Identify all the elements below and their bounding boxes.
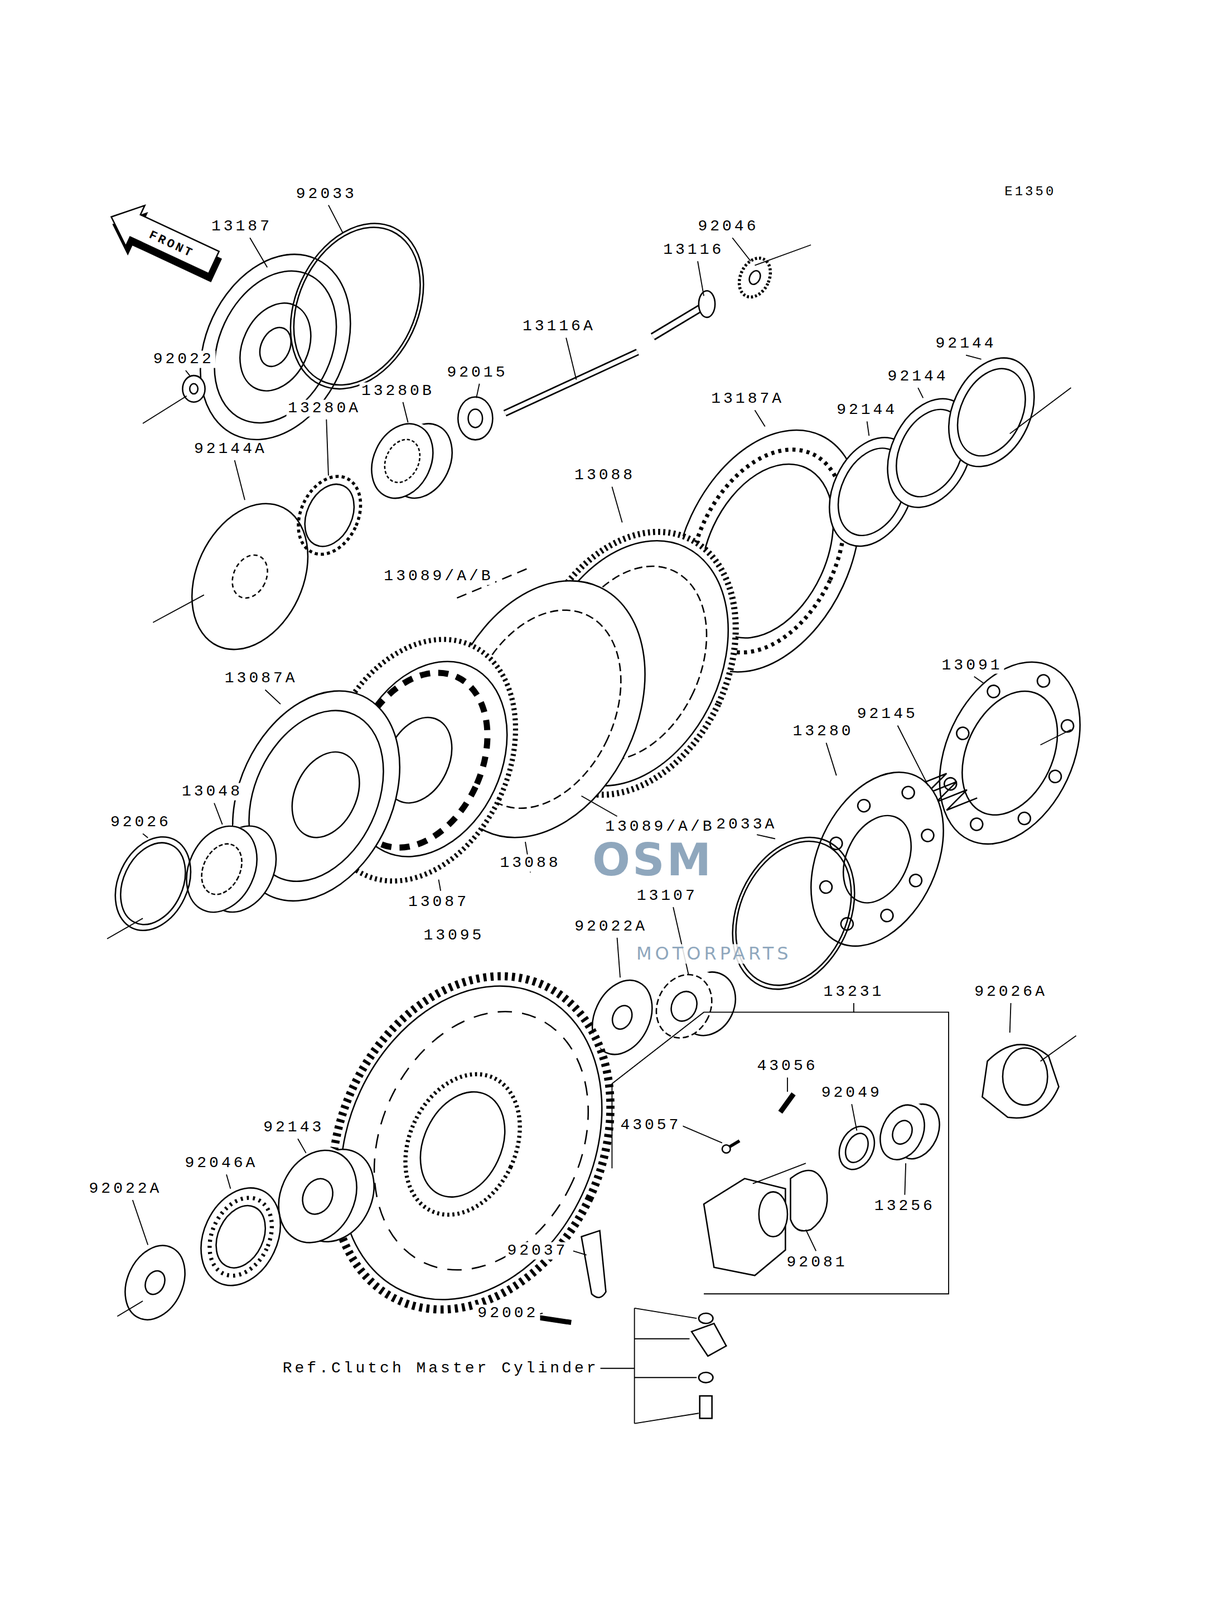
callout-number: 92049 <box>819 1083 884 1101</box>
callout-number: 92081 <box>785 1253 850 1271</box>
callout-number: 13187A <box>709 390 786 408</box>
callout-number: 13089/A/B <box>603 817 717 835</box>
reference-note: Ref.Clutch Master Cylinder <box>281 1359 601 1377</box>
callout-number: 13091 <box>940 656 1005 674</box>
callout-number: 92022A <box>572 917 650 935</box>
callout-number: 92046 <box>695 218 761 236</box>
callout-number: 92144 <box>886 368 951 386</box>
callout-number: 13048 <box>180 782 245 801</box>
callout-number: 13088 <box>572 466 637 485</box>
callout-number: 13089/A/B <box>382 567 495 586</box>
callout-number: 92033 <box>294 185 359 203</box>
callout-number: 92002 <box>475 1304 540 1322</box>
callout-number: 13280 <box>791 722 856 741</box>
callout-number: 13231 <box>821 982 886 1000</box>
callout-number: 13107 <box>635 886 700 905</box>
callout-number: 13087A <box>223 669 300 688</box>
callout-number: 13116A <box>520 317 598 336</box>
callout-number: 13187 <box>209 218 274 236</box>
drawing-id: E1350 <box>1002 184 1058 200</box>
callout-number: 13116 <box>661 241 726 259</box>
callout-number: 92022A <box>87 1179 164 1197</box>
callout-number: 43057 <box>618 1116 683 1134</box>
callout-number: 13256 <box>872 1197 937 1215</box>
callout-number: 92026 <box>108 813 173 831</box>
watermark: OSM <box>590 835 715 885</box>
callout-number: 92144 <box>834 401 899 419</box>
callout-number: 13280B <box>359 382 437 400</box>
callout-number: 92022 <box>151 350 216 368</box>
watermark: MOTORPARTS <box>634 944 794 964</box>
callout-number: 92144 <box>934 335 999 353</box>
callout-number: 13280A <box>286 399 363 417</box>
callout-number: 92026A <box>972 982 1050 1000</box>
callout-number: 92037 <box>505 1241 570 1260</box>
callout-number: 92015 <box>445 363 510 381</box>
callout-number: 92145 <box>855 705 920 723</box>
callout-number: 92144A <box>192 440 269 458</box>
callout-number: 13095 <box>421 926 486 945</box>
callout-number: 13088 <box>498 854 563 872</box>
callout-number: 92046A <box>182 1154 260 1172</box>
callout-number: 92143 <box>261 1118 326 1137</box>
callout-number: 13087 <box>406 892 471 911</box>
callout-number: 43056 <box>755 1057 820 1075</box>
front-arrow <box>99 194 228 291</box>
clutch-part <box>171 229 380 464</box>
